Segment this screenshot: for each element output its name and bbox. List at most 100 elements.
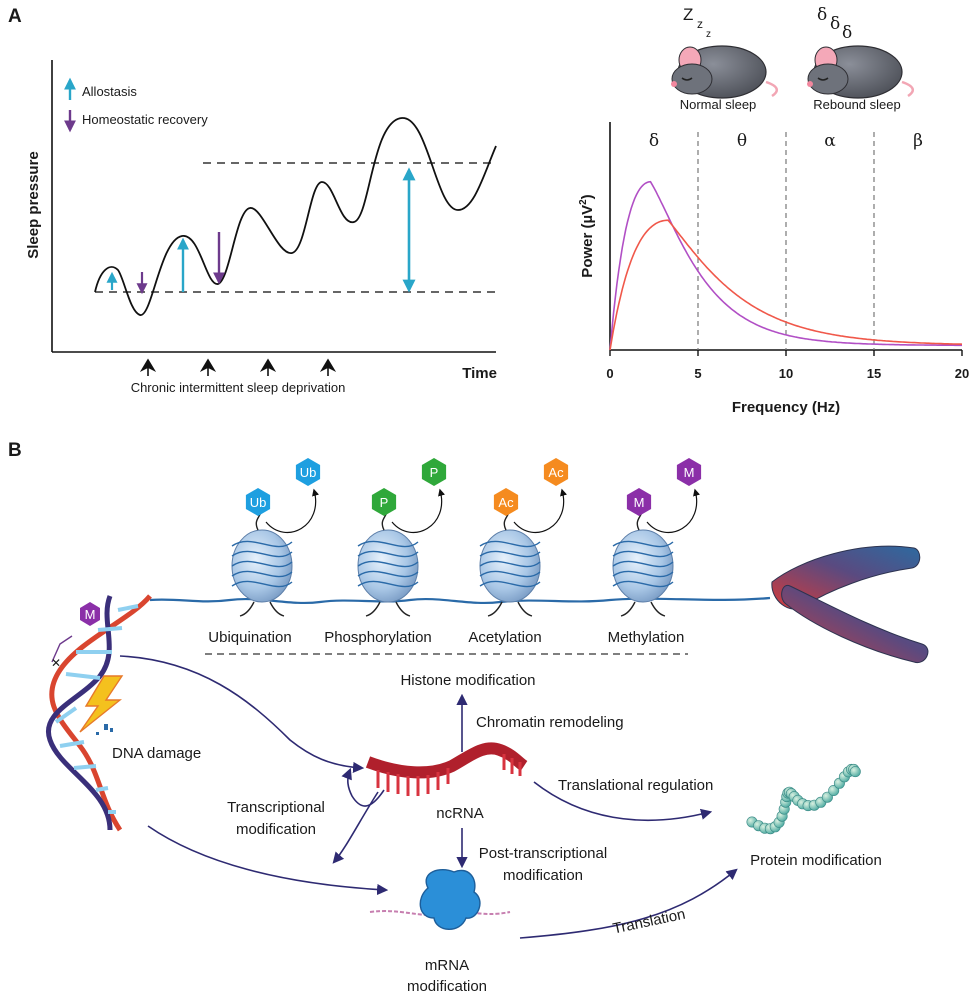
mouse-tail <box>765 80 779 98</box>
dna-strand-red <box>49 594 152 832</box>
modification-label-ubiquination: Ubiquination <box>208 629 291 646</box>
histone-tail <box>239 601 255 617</box>
release-arrow <box>265 488 320 533</box>
dna-methyl-hexagon <box>80 602 100 626</box>
histone-modification-label: Histone modification <box>400 672 535 689</box>
dna-fragments <box>96 724 113 735</box>
dna-methyl-label: M <box>85 607 96 622</box>
protein-bead-chain <box>746 763 861 835</box>
allostasis-legend-label: Allostasis <box>82 84 137 99</box>
ribosome-icon <box>369 869 511 930</box>
normal-sleep-label: Normal sleep <box>680 97 757 112</box>
mouse-eye-closed <box>817 77 829 81</box>
dna-wrap <box>231 570 293 578</box>
tag-attached-label: Ac <box>498 495 514 510</box>
modification-label-phosphorylation: Phosphorylation <box>324 629 432 646</box>
release-arrow <box>513 488 568 533</box>
tag-attached-label: Ub <box>250 495 267 510</box>
modification-label-acetylation: Acetylation <box>468 629 541 646</box>
dna-wrap <box>612 570 674 578</box>
tag-released-hexagon <box>676 458 702 486</box>
tag-attached-label: P <box>380 495 389 510</box>
histone-tail <box>365 601 381 617</box>
mrna-label-line1: mRNA <box>425 957 469 974</box>
ncrna-strand <box>365 742 528 779</box>
release-arrow <box>391 488 446 533</box>
sleep-pressure-plot: Sleep pressure Time Allostasis Homeostat… <box>25 60 497 395</box>
dna-wrap <box>479 550 541 558</box>
band-label: α <box>824 131 836 151</box>
deprivation-arrows <box>139 358 337 376</box>
x-tick-label: 5 <box>694 366 701 381</box>
histone-tail <box>620 601 636 617</box>
x-tick-label: 10 <box>779 366 793 381</box>
x-tick-label: 0 <box>606 366 613 381</box>
dna-blocked-mark: ✕ <box>51 656 61 670</box>
histone-tail <box>517 601 533 617</box>
tag-attached-hexagon <box>626 488 652 516</box>
band-label: θ <box>737 131 747 151</box>
dna-wrap <box>357 550 419 558</box>
histone-tail <box>650 601 666 617</box>
ncrna-label: ncRNA <box>436 805 484 822</box>
spectrum-x-axis-label: Frequency (Hz) <box>732 399 840 416</box>
dna-wrap <box>612 560 674 568</box>
mouse-nose <box>807 81 813 87</box>
chromatid-lower <box>781 584 929 664</box>
tag-released-hexagon <box>295 458 321 486</box>
snore-delta-medium: δ <box>830 14 840 34</box>
snore-delta-large: δ <box>817 5 827 25</box>
dna-methyl-link <box>51 635 73 663</box>
tag-released-hexagon <box>421 458 447 486</box>
tag-released-label: M <box>684 465 695 480</box>
dna-wrap <box>612 550 674 558</box>
dna-wrap <box>357 540 419 548</box>
dna-strand-blue <box>45 595 113 831</box>
mouse-tail <box>901 80 915 98</box>
release-arrow <box>646 488 701 533</box>
dna-wrap <box>231 550 293 558</box>
snore-z-small: z <box>706 29 711 40</box>
mouse-nose <box>671 81 677 87</box>
band-label: δ <box>649 131 659 151</box>
mouse-normal-sleep: Z z z Normal sleep <box>671 5 779 112</box>
tag-released-label: P <box>430 465 439 480</box>
tag-attached-hexagon <box>245 488 271 516</box>
ncrna-ribbon <box>365 742 528 796</box>
dna-wrap <box>231 540 293 548</box>
y-axis-label: Sleep pressure <box>25 151 42 259</box>
tag-attached-hexagon <box>371 488 397 516</box>
arrow-translational-regulation <box>533 781 713 822</box>
mouse-head <box>807 63 849 95</box>
arrow-translation <box>519 868 738 939</box>
post-transcriptional-label-line1: Post-transcriptional <box>479 845 607 862</box>
transcriptional-label-line1: Transcriptional <box>227 799 325 816</box>
dna-wrap <box>612 540 674 548</box>
sleep-pressure-curve <box>94 117 497 316</box>
spectrum-lines <box>609 180 963 351</box>
dna-damage-label: DNA damage <box>112 745 201 762</box>
deprivation-arrow-3 <box>259 358 277 376</box>
protein-bead <box>849 766 861 778</box>
ribosome-body <box>419 869 481 930</box>
post-transcriptional-label-line2: modification <box>503 867 583 884</box>
x-axis-label: Time <box>462 365 497 382</box>
dna-wrap <box>479 540 541 548</box>
tag-released-label: Ub <box>300 465 317 480</box>
dna-helix: M ✕ <box>45 594 152 832</box>
snore-delta-small: δ <box>842 23 852 43</box>
tag-released-label: Ac <box>548 465 564 480</box>
mouse-rebound-sleep: δ δ δ Rebound sleep <box>807 5 915 112</box>
homeostatic-legend-label: Homeostatic recovery <box>82 112 208 127</box>
lightning-icon <box>79 675 124 733</box>
arrow-dna-to-ncrna <box>119 655 365 774</box>
arrow-transcriptional-loop <box>341 767 385 807</box>
spectrum-y-axis-label: Power (µV2) <box>578 194 596 277</box>
deprivation-arrow-4 <box>319 358 337 376</box>
